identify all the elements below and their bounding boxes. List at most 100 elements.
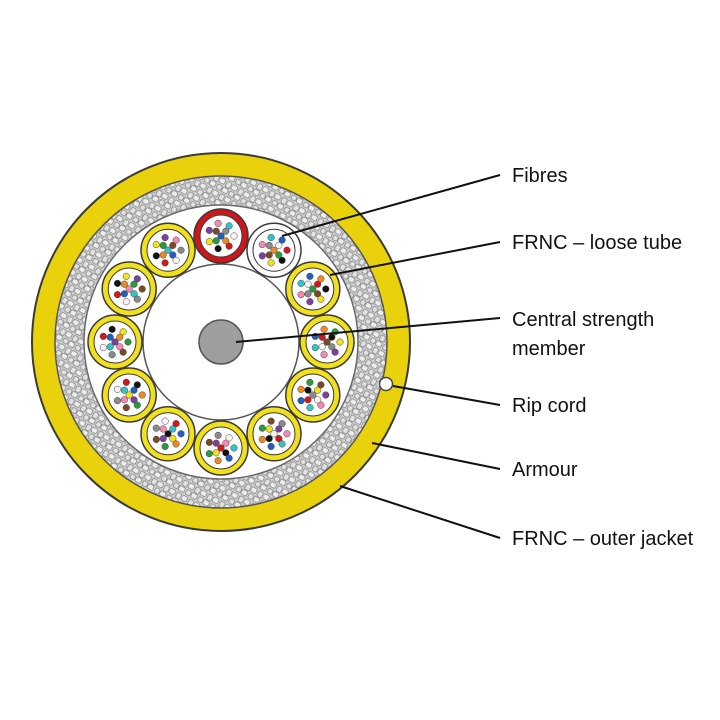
fibre — [222, 449, 230, 457]
fibre — [278, 236, 286, 244]
fibre — [133, 401, 141, 409]
leader-line-loose-tube — [329, 241, 501, 276]
label-rip-cord: Rip cord — [512, 395, 586, 417]
fibre — [108, 325, 116, 333]
leader-line-outer-jacket — [339, 485, 501, 539]
fibre — [225, 454, 233, 462]
fibre — [120, 290, 128, 298]
fibre — [122, 378, 130, 386]
fibre — [304, 290, 312, 298]
fibre — [172, 420, 180, 428]
fibre — [317, 275, 325, 283]
loose-tube — [87, 314, 143, 370]
fibre — [152, 252, 160, 260]
fibre — [217, 444, 225, 452]
fibre — [265, 435, 273, 443]
loose-tube — [193, 208, 249, 264]
fibre — [306, 272, 314, 280]
loose-tube — [246, 406, 302, 462]
fibre — [106, 343, 114, 351]
fibre — [336, 338, 344, 346]
fibre — [265, 251, 273, 259]
fibre — [212, 227, 220, 235]
fibre — [130, 290, 138, 298]
fibre — [270, 246, 278, 254]
fibre — [161, 442, 169, 451]
loose-tube — [101, 261, 157, 317]
fibre — [169, 425, 177, 433]
loose-tube — [285, 367, 341, 423]
fibre — [152, 424, 160, 432]
fibre — [169, 435, 177, 443]
loose-tube — [285, 261, 341, 317]
fibre — [130, 386, 138, 394]
fibre — [297, 279, 305, 287]
fibre — [304, 280, 312, 288]
fibre — [169, 251, 177, 259]
fibre — [122, 404, 130, 412]
fibre — [283, 430, 291, 438]
fibre — [212, 449, 220, 457]
fibre — [133, 275, 141, 283]
fibre — [309, 285, 317, 293]
fibre — [138, 285, 146, 293]
fibre — [320, 325, 328, 333]
fibre — [225, 242, 233, 250]
loose-tube — [299, 314, 355, 370]
fibre — [309, 391, 317, 399]
fibre — [283, 246, 291, 254]
fibre — [119, 348, 127, 356]
loose-tubes-group — [87, 208, 355, 476]
fibre — [275, 251, 283, 259]
fibre — [125, 285, 133, 293]
fibre — [314, 280, 322, 288]
fibre — [113, 279, 122, 287]
fibre — [161, 417, 169, 425]
label-central-member-line1: Central strength — [512, 309, 654, 331]
fibre — [205, 438, 213, 446]
fibre — [120, 280, 128, 288]
fibre — [161, 259, 169, 267]
fibre — [322, 285, 330, 293]
leader-line-fibres — [281, 174, 501, 237]
loose-tube — [140, 406, 196, 462]
fibre — [267, 259, 275, 267]
fibre — [222, 227, 230, 235]
fibre — [172, 236, 180, 244]
leader-line-rip-cord — [392, 385, 501, 406]
fibre — [304, 396, 312, 404]
loose-tube — [246, 222, 302, 278]
fibre — [275, 425, 283, 433]
fibre — [267, 233, 275, 242]
fibre — [306, 298, 314, 306]
leader-line-central-member — [235, 317, 501, 343]
fibre — [161, 233, 169, 242]
fibre — [177, 430, 185, 438]
fibre — [177, 246, 185, 254]
fibre — [111, 338, 119, 346]
fibre — [322, 391, 330, 399]
label-outer-jacket: FRNC – outer jacket — [512, 528, 694, 550]
fibre — [265, 425, 273, 433]
fibre — [205, 450, 213, 458]
fibre — [120, 386, 128, 394]
fibre — [297, 397, 305, 405]
fibre — [267, 442, 275, 451]
fibre — [258, 424, 266, 432]
fibre — [138, 391, 146, 399]
fibre — [116, 343, 124, 351]
fibre — [328, 343, 336, 351]
fibre — [317, 401, 325, 409]
label-fibres: Fibres — [512, 165, 568, 187]
fibre — [106, 333, 114, 341]
fibre — [152, 241, 160, 249]
fibre — [225, 222, 233, 230]
fibre — [331, 348, 339, 356]
fibre — [258, 435, 266, 443]
fibre — [169, 241, 177, 249]
fibre — [159, 241, 167, 249]
fibre — [159, 251, 167, 259]
fibre — [214, 431, 222, 439]
fibre — [320, 351, 328, 359]
